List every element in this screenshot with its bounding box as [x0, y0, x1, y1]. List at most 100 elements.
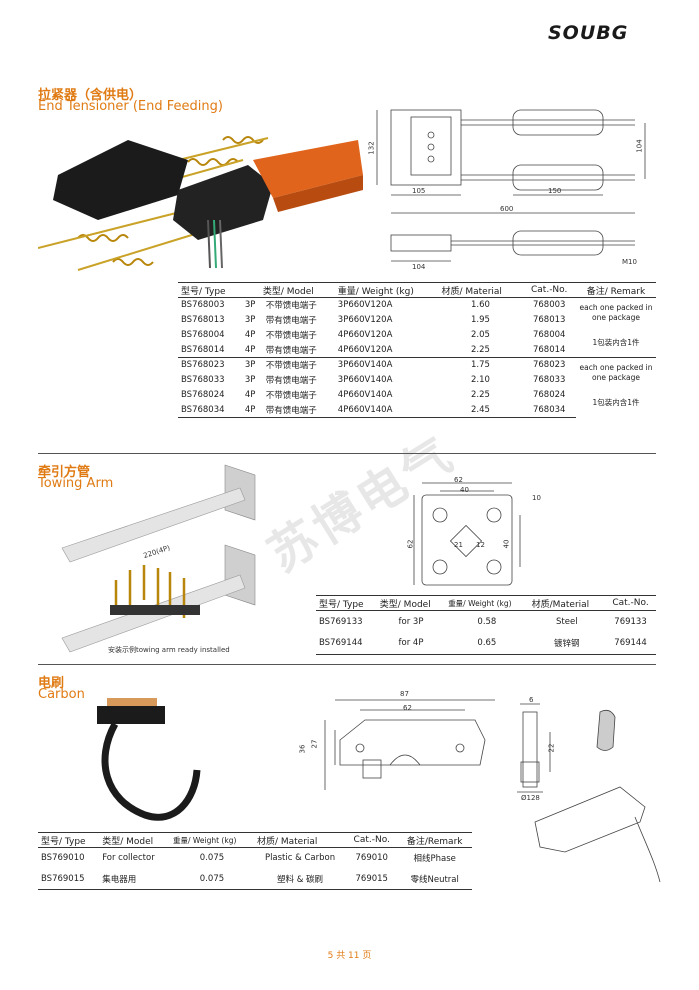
cell-weight: 2.25 [470, 344, 490, 355]
dim-plate-62: 62 [454, 476, 463, 484]
col-header-material: 材质/ Material [438, 282, 523, 298]
col-header-type: 型号/ Type [316, 595, 377, 611]
dim-thickness-6: 6 [529, 696, 534, 704]
cell-model: 集电器用 [99, 868, 170, 890]
cell-cat: 769133 [614, 616, 647, 627]
cell-model: for 4P [376, 632, 446, 655]
cell-material: 4P660V140A [337, 390, 393, 400]
cell-model: 带有馈电端子 [262, 402, 335, 418]
section-title-cn: 牵引方管 [38, 465, 91, 480]
cell-poles: 3P [244, 315, 256, 325]
cell-type: BS769010 [41, 853, 85, 864]
col-header-material: 材质/ Material [253, 832, 347, 848]
cell-poles: 3P [244, 375, 256, 385]
section-title-cn: 电刷 [38, 676, 65, 691]
col-header-type: 型号/ Type [38, 832, 100, 848]
cell-poles: 3P [241, 357, 263, 373]
cell-material: 3P660V140A [337, 375, 393, 385]
cell-type: BS768034 [178, 402, 242, 418]
cell-material: 3P660V140A [334, 357, 439, 373]
cell-model: for 3P [398, 616, 424, 627]
col-header-model: 类型/ Model [376, 595, 446, 611]
towing-arm-table: 型号/ Type 类型/ Model 重量/ Weight (kg) 材质/Ma… [316, 595, 656, 655]
cell-cat: 769010 [355, 853, 388, 864]
cell-model: 不带馈电端子 [262, 357, 335, 373]
cell-type: BS768004 [181, 330, 225, 340]
brand-logo: SOUBG [548, 22, 629, 44]
dim-hole-10: 10 [532, 494, 541, 502]
cell-remark: 相线Phase [413, 854, 456, 865]
cell-weight: 2.10 [470, 375, 490, 385]
dim-plate-40: 40 [460, 486, 469, 494]
dim-height-132: 132 [367, 141, 376, 155]
cell-cat: 768024 [532, 390, 566, 400]
cell-material: 镀锌钢 [528, 632, 606, 655]
cell-cat: 769015 [346, 868, 398, 890]
dim-carbon-87: 87 [400, 690, 409, 698]
table-row: BS768014 4P 带有馈电端子 4P660V120A 2.25 76801… [178, 343, 656, 358]
cell-weight: 1.75 [438, 357, 523, 373]
cell-model: 带有馈电端子 [265, 345, 317, 356]
carbon-brush-side-drawing [517, 703, 661, 883]
table-row: BS769144 for 4P 0.65 镀锌钢 769144 [316, 632, 656, 655]
dim-width-150: 150 [548, 187, 562, 195]
table-row: BS768013 3P 带有馈电端子 3P660V120A 1.95 76801… [178, 313, 656, 328]
table-row: BS768004 4P 不带馈电端子 4P660V120A 2.05 76800… [178, 328, 656, 347]
cell-remark: each one packed in one package [576, 357, 656, 388]
cell-poles: 4P [244, 330, 256, 340]
cell-weight: 0.58 [477, 616, 497, 627]
cell-cat: 768033 [532, 375, 566, 385]
cell-model: 带有馈电端子 [265, 376, 317, 386]
cell-model: For collector [102, 853, 155, 864]
dim-thread-m10: M10 [622, 258, 637, 266]
cell-material: 3P660V120A [337, 300, 393, 311]
col-header-remark: 备注/ Remark [576, 282, 656, 298]
col-header-cat: Cat.-No. [605, 595, 656, 611]
dim-width-104: 104 [412, 263, 426, 271]
col-header-weight: 重量/ Weight (kg) [170, 832, 254, 848]
dim-carbon-62: 62 [403, 704, 412, 712]
cell-type: BS768024 [181, 390, 225, 400]
cell-cat: 768014 [532, 344, 566, 355]
cell-model: 带有馈电端子 [265, 316, 317, 326]
dim-length-22: 22 [547, 743, 556, 753]
dim-width-105: 105 [412, 187, 426, 195]
cell-weight: 0.65 [445, 632, 529, 655]
dim-carbon-36: 36 [298, 744, 307, 754]
cell-remark: 1包装内含1件 [592, 398, 640, 407]
carbon-brush-photo [97, 698, 201, 821]
cell-model: 不带馈电端子 [265, 331, 317, 341]
section-title-en: Carbon [38, 687, 85, 702]
towing-arm-caption: 安装示例towing arm ready installed [108, 646, 230, 654]
cell-remark: each one packed in one package [579, 302, 653, 322]
cell-poles: 4P [244, 344, 256, 355]
cell-remark: 零线Neutral [397, 868, 472, 890]
cell-type: BS768023 [178, 357, 242, 373]
cell-weight: 1.60 [470, 300, 490, 311]
cell-material: 4P660V140A [334, 402, 439, 418]
section-divider [38, 453, 656, 454]
cell-poles: 4P [241, 402, 263, 418]
cell-model: 不带馈电端子 [265, 391, 317, 401]
table-row: BS768023 3P 不带馈电端子 3P660V140A 1.75 76802… [178, 357, 656, 388]
cell-cat: 768034 [522, 402, 576, 418]
cell-cat: 768003 [532, 300, 566, 311]
col-header-cat: Cat.-No. [522, 282, 576, 298]
cell-cat: 768004 [532, 330, 566, 340]
cell-material: 3P660V120A [337, 315, 393, 325]
cell-material: 塑料 & 碳刷 [253, 868, 347, 890]
col-header-weight: 重量/ Weight (kg) [334, 282, 439, 298]
cell-type: BS768013 [181, 315, 225, 325]
cell-cat: 769144 [605, 632, 656, 655]
section-title-cn: 拉紧器（含供电） [38, 88, 143, 103]
dim-diameter: Ø128 [521, 794, 540, 802]
dim-plate-h62: 62 [406, 539, 415, 549]
cell-model: 不带馈电端子 [265, 301, 317, 312]
col-header-type: 型号/ Type [178, 282, 242, 298]
cell-material: Plastic & Carbon [264, 853, 336, 864]
cell-type: BS768014 [181, 344, 225, 355]
table-row: BS768033 3P 带有馈电端子 3P660V140A 2.10 76803… [178, 373, 656, 388]
end-tensioner-table: 型号/ Type 类型/ Model 重量/ Weight (kg) 材质/ M… [178, 282, 656, 418]
end-tensioner-drawing [376, 109, 646, 262]
table-row: BS768024 4P 不带馈电端子 4P660V140A 2.25 76802… [178, 388, 656, 407]
